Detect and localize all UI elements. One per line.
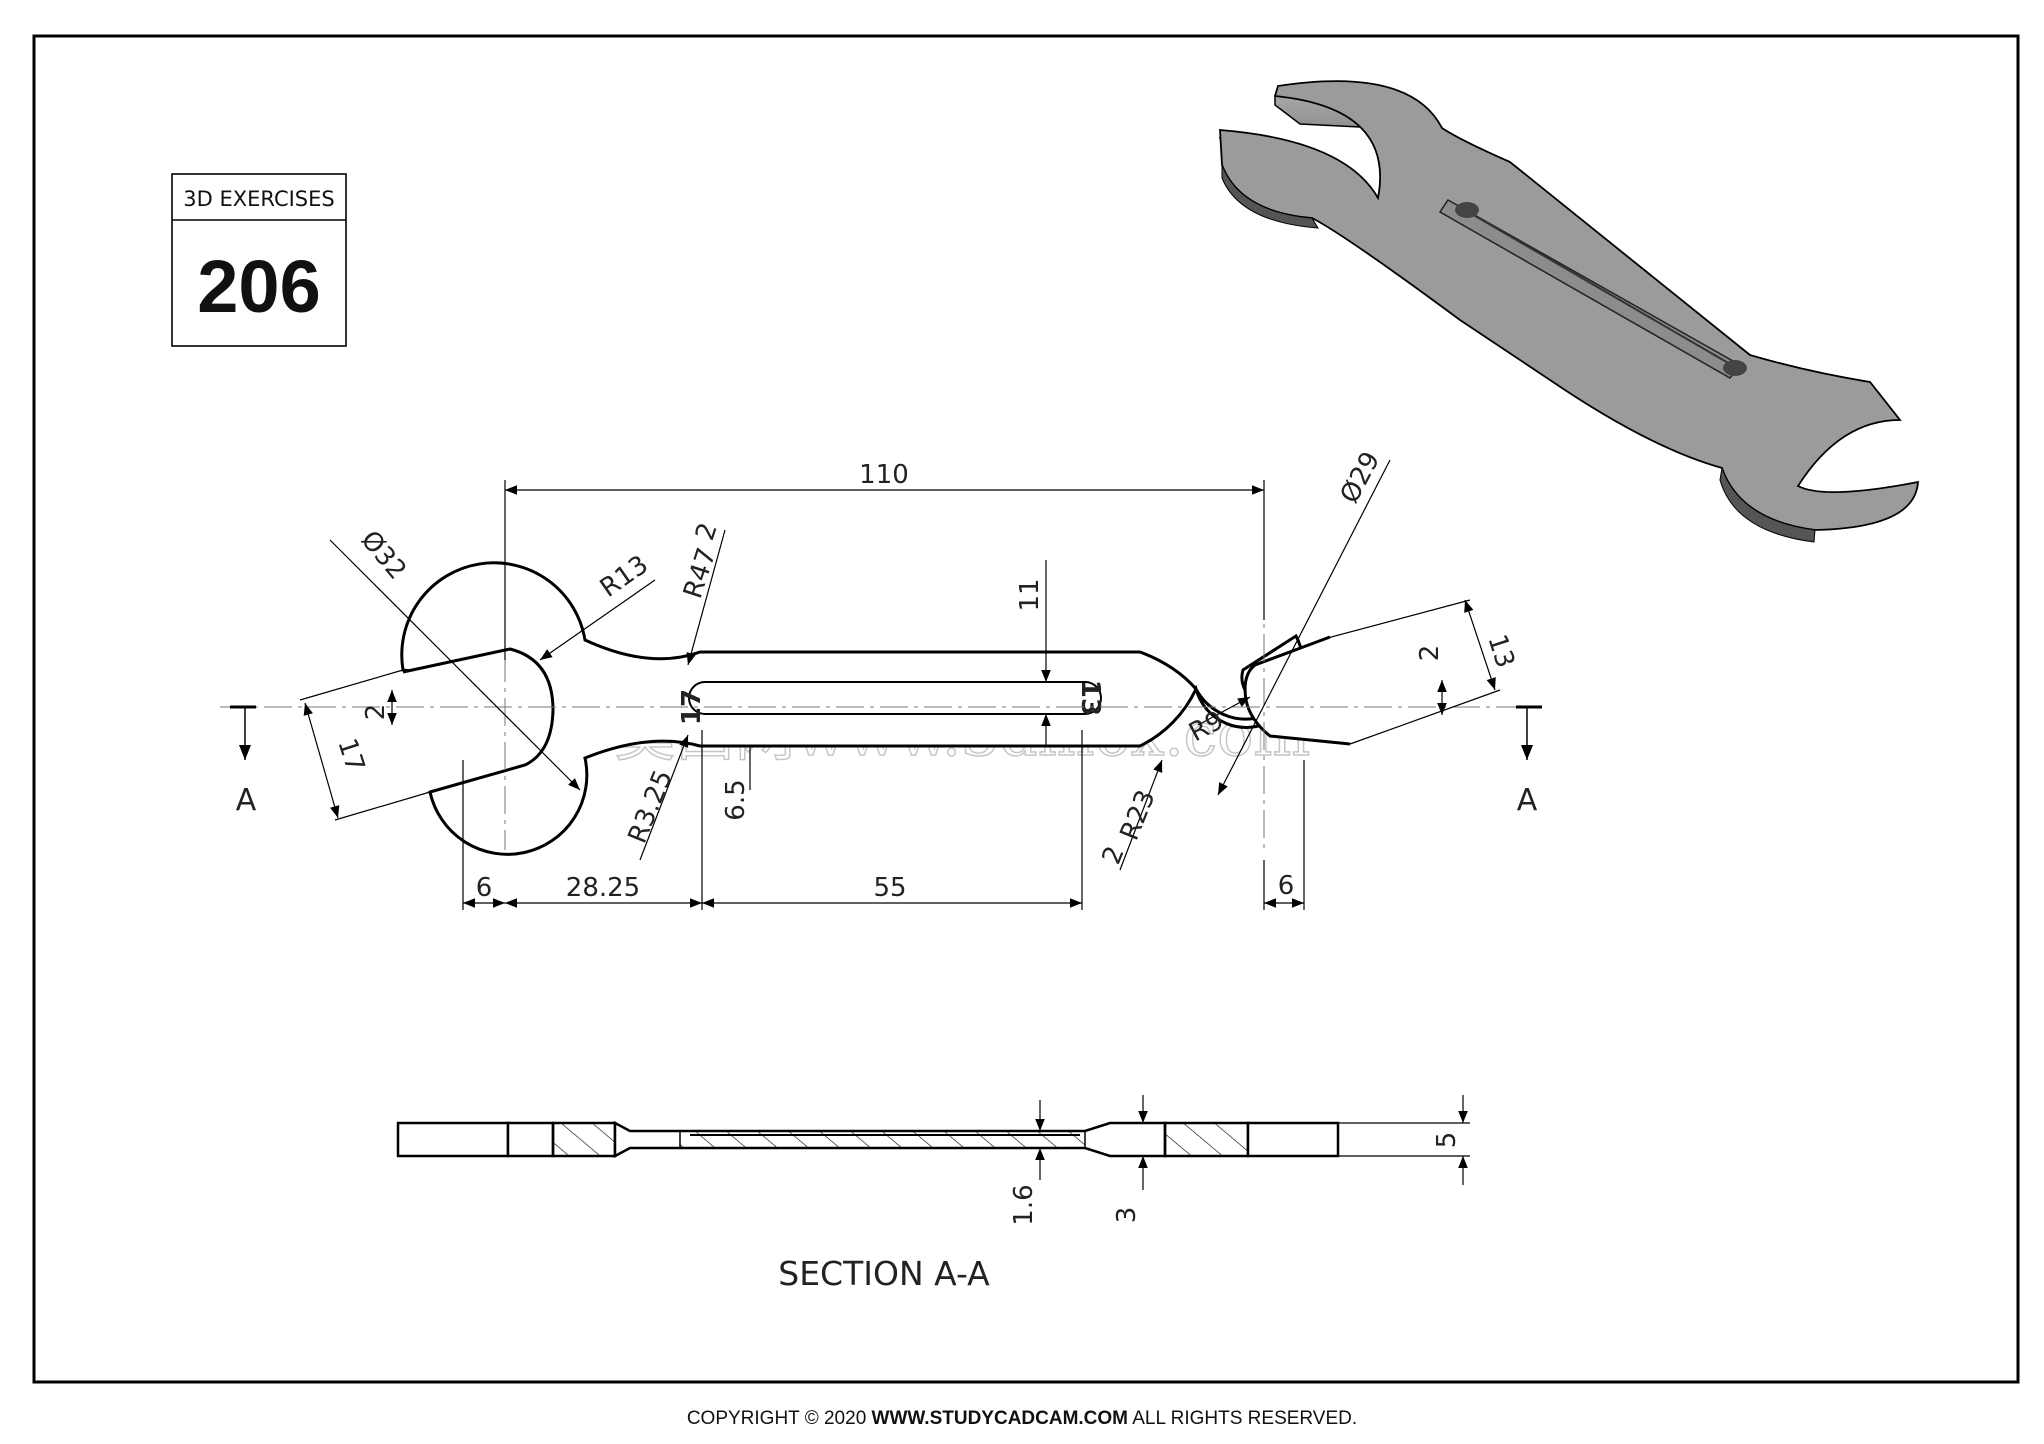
- section-title: SECTION A-A: [778, 1254, 990, 1293]
- isometric-wrench-view: [1218, 80, 1919, 543]
- dim-11: 11: [1015, 578, 1045, 611]
- dim-3: 3: [1112, 1207, 1142, 1224]
- exercise-header: 3D EXERCISES: [183, 187, 334, 211]
- exercise-box: 3D EXERCISES 206: [171, 173, 347, 347]
- dim-2-left: 2: [361, 704, 391, 721]
- wrench-front-view: 17 13: [220, 561, 1540, 856]
- dim-2-right: 2: [1415, 645, 1445, 662]
- svg-text:A: A: [1517, 783, 1538, 818]
- dim-1-6: 1.6: [1009, 1184, 1039, 1225]
- dim-r47-suffix: 2: [690, 519, 724, 544]
- section-marker-left: A: [230, 705, 257, 818]
- engraving-right: 13: [1075, 680, 1105, 716]
- dim-6-5: 6.5: [721, 779, 751, 820]
- dimension-lines: [299, 459, 1501, 910]
- dim-r23-suffix: 2: [1097, 842, 1131, 869]
- section-dimensions: 5 1.6 3: [1009, 1095, 1470, 1226]
- dim-5: 5: [1432, 1132, 1462, 1149]
- dim-6-right: 6: [1278, 871, 1295, 901]
- dim-28-25: 28.25: [566, 873, 640, 903]
- dim-dia-left: Ø32: [355, 525, 412, 585]
- dim-6-left: 6: [476, 873, 493, 903]
- drawing-frame: [32, 34, 2020, 1384]
- copyright-footer: COPYRIGHT © 2020 WWW.STUDYCADCAM.COM ALL…: [687, 1408, 1357, 1429]
- section-view: [396, 1120, 1340, 1159]
- dim-r325: R3.25: [623, 766, 679, 848]
- dim-r13: R13: [595, 550, 654, 604]
- section-marker-right: A: [1516, 705, 1542, 818]
- exercise-number: 206: [197, 245, 320, 328]
- dim-55: 55: [873, 873, 906, 903]
- dim-r47: R47: [678, 544, 722, 602]
- dim-dia-right: Ø29: [1335, 447, 1387, 508]
- dim-r23: R23: [1115, 786, 1162, 845]
- dim-17: 17: [331, 735, 370, 776]
- dim-110: 110: [859, 460, 909, 490]
- svg-text:A: A: [236, 783, 257, 818]
